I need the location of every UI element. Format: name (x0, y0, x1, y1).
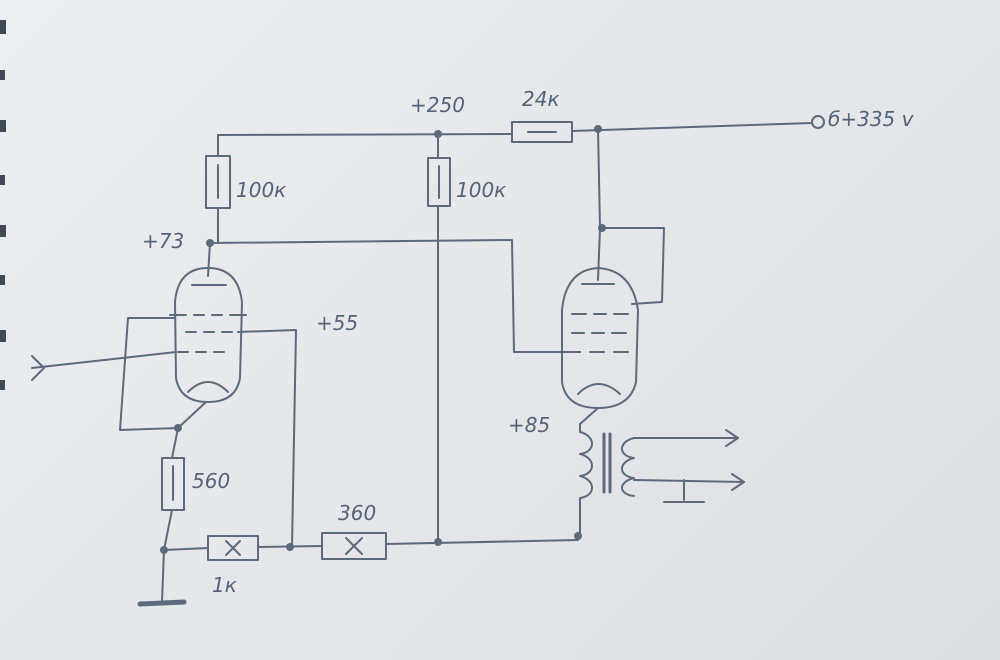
label-560: 560 (192, 469, 230, 493)
left-bottom-wire (161, 509, 173, 603)
transformer-core (602, 432, 612, 494)
label-1k: 1к (212, 573, 237, 597)
screen-grid-wire (237, 329, 297, 547)
node-bottom-middle (434, 538, 442, 546)
label-plus55: +55 (316, 311, 358, 335)
coupling-wire (209, 239, 581, 353)
label-plus85: +85 (508, 413, 550, 437)
input-terminal (811, 115, 825, 129)
output-arrow-top-icon (725, 429, 739, 447)
right-screen-loop (601, 227, 665, 305)
right-plate-lead (597, 128, 601, 281)
suppressor-loop (119, 317, 179, 431)
ground-icon (137, 599, 187, 607)
right-cathode-lead (579, 407, 599, 433)
label-plus73: +73 (142, 229, 184, 253)
top-supply-rail (217, 122, 813, 136)
label-input-voltage: б+335 v (828, 107, 915, 131)
resistor-100k-left (205, 155, 231, 209)
input-signal-wire (31, 351, 177, 369)
output-ground-icon (663, 479, 705, 503)
node-screen-bottom (286, 543, 294, 551)
output-arrow-bottom-icon (731, 473, 745, 491)
inductor-coil (579, 431, 593, 537)
label-24k: 24к (522, 87, 560, 111)
paper-edge-marks (0, 20, 6, 390)
input-arrow-icon (31, 355, 45, 381)
resistor-1k (207, 535, 259, 561)
right-tube (561, 267, 639, 409)
resistor-360 (321, 532, 387, 560)
resistor-100k-middle (427, 157, 451, 207)
resistor-24k (511, 121, 573, 143)
node-left-cathode (174, 424, 182, 432)
left-plate-lead (207, 242, 211, 277)
resistor-560 (161, 457, 185, 511)
left-tube (169, 267, 247, 403)
label-100k-left: 100к (236, 178, 286, 202)
label-100k-right: 100к (456, 178, 506, 202)
label-360: 360 (338, 501, 376, 525)
output-wire-bottom (633, 479, 745, 483)
secondary-coil (621, 437, 635, 497)
label-plus250: +250 (410, 93, 465, 117)
